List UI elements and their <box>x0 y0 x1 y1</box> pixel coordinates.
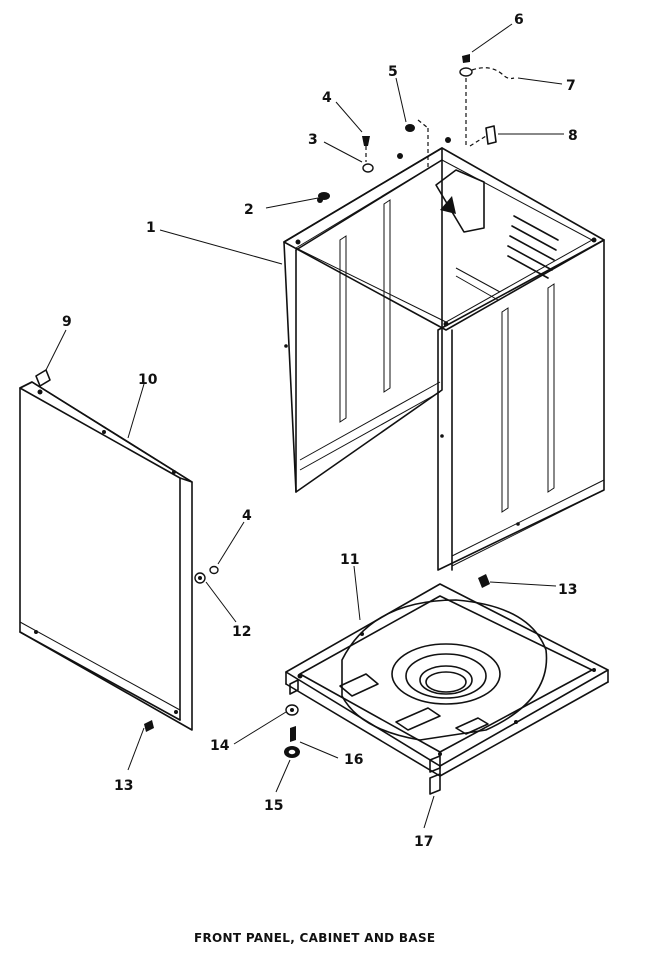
callout-1: 1 <box>146 220 156 236</box>
front-panel <box>19 369 193 732</box>
callout-6: 6 <box>514 12 524 28</box>
callout-2: 2 <box>244 202 254 218</box>
callout-13-left: 13 <box>114 778 133 794</box>
callout-11: 11 <box>340 552 359 568</box>
callout-3: 3 <box>308 132 318 148</box>
callout-10: 10 <box>138 372 158 388</box>
diagram-caption: FRONT PANEL, CABINET AND BASE <box>194 931 435 945</box>
callout-9: 9 <box>62 314 72 330</box>
callout-13-right: 13 <box>558 582 577 598</box>
callout-14: 14 <box>210 738 230 754</box>
callout-15: 15 <box>264 798 283 814</box>
leader-lines <box>45 23 564 829</box>
callout-4-side: 4 <box>242 508 252 524</box>
top-hardware <box>318 54 515 200</box>
callout-8: 8 <box>568 128 578 144</box>
callout-17: 17 <box>414 834 433 850</box>
callout-5: 5 <box>388 64 398 80</box>
callout-7: 7 <box>566 78 576 94</box>
callouts: 1 2 3 4 5 6 7 8 9 10 4 11 12 13 14 16 13… <box>62 12 578 850</box>
callout-4-top: 4 <box>322 90 332 106</box>
leveling-parts <box>284 574 490 795</box>
base <box>285 583 609 777</box>
callout-12: 12 <box>232 624 251 640</box>
cabinet <box>283 137 605 571</box>
fasteners-4-12 <box>194 565 219 584</box>
callout-16: 16 <box>344 752 363 768</box>
